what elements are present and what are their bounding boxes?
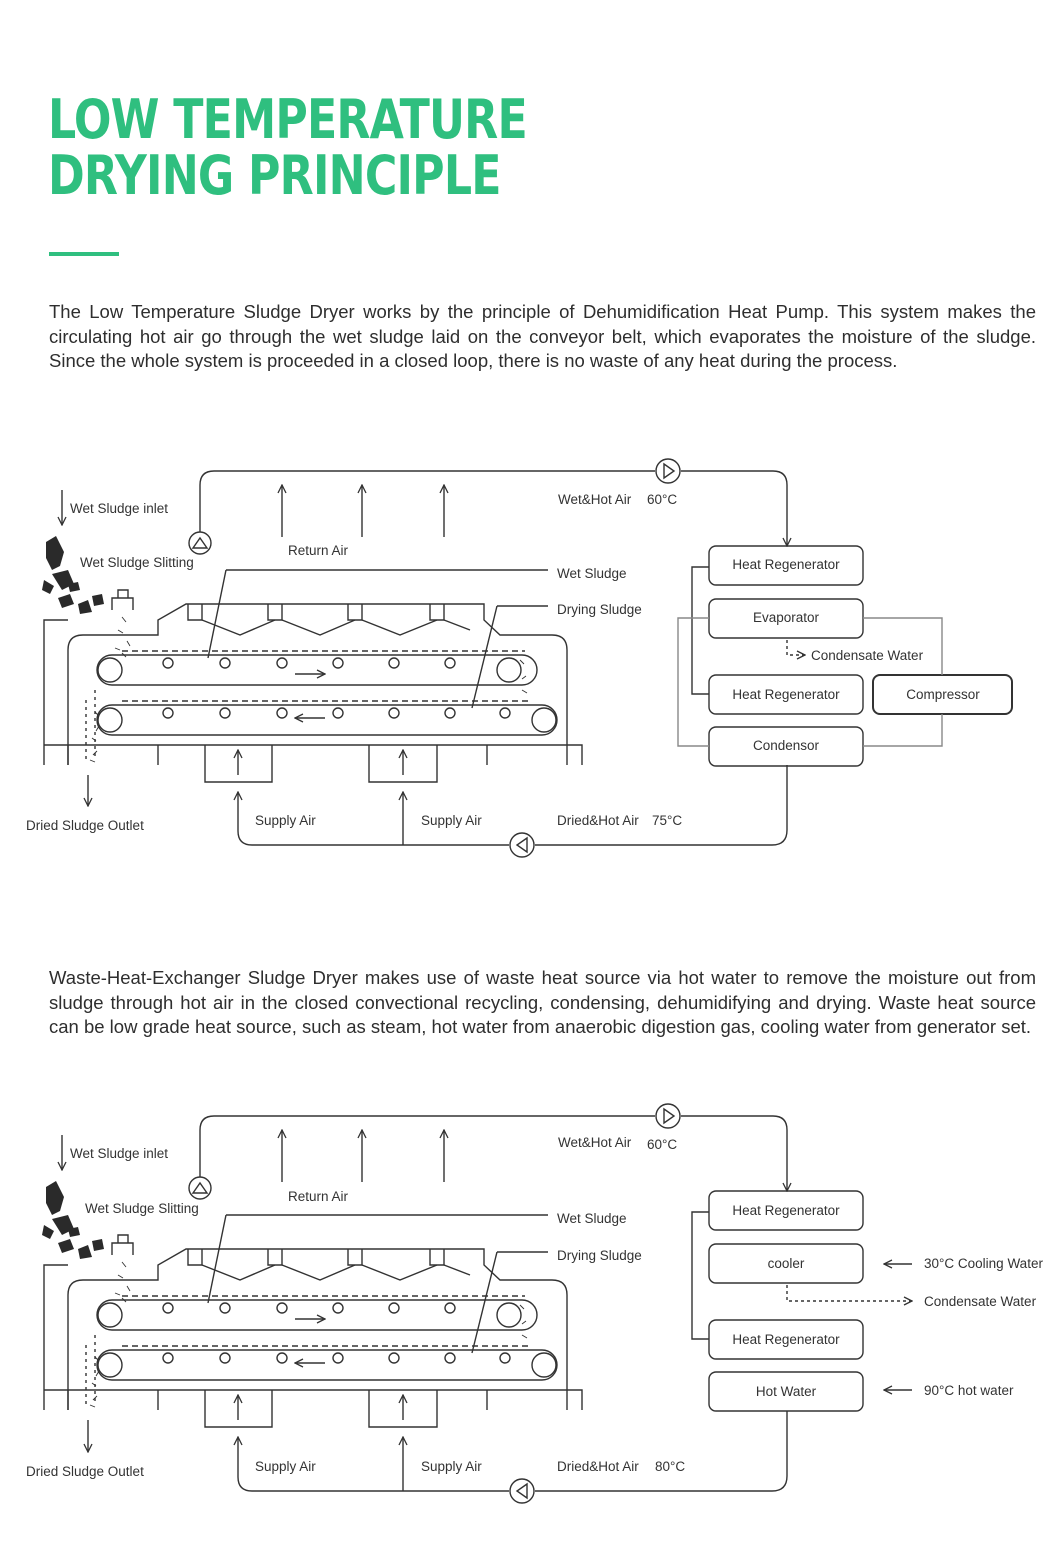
drying-sludge-label: Drying Sludge xyxy=(557,1248,642,1263)
page-title: LOW TEMPERATURE DRYING PRINCIPLE xyxy=(48,88,528,207)
title-underline xyxy=(49,252,119,256)
heat-regenerator-1-label: Heat Regenerator xyxy=(732,557,840,572)
supply-air-2-label: Supply Air xyxy=(421,813,482,828)
dried-hot-air-temp: 75°C xyxy=(652,813,682,828)
dried-hot-air-label: Dried&Hot Air xyxy=(557,813,639,828)
return-air-label: Return Air xyxy=(288,1189,349,1204)
hot-water-label: Hot Water xyxy=(756,1384,817,1399)
drying-sludge-label: Drying Sludge xyxy=(557,602,642,617)
heat-pump-dryer-diagram: Wet Sludge inlet Wet Sludge Slitting Ret… xyxy=(26,458,1013,858)
condensate-water-label: Condensate Water xyxy=(811,648,924,663)
hot-water-in-label: 90°C hot water xyxy=(924,1383,1014,1398)
wet-hot-air-label: Wet&Hot Air xyxy=(558,492,632,507)
title-line-2: DRYING PRINCIPLE xyxy=(48,144,501,207)
heat-regenerator-2-label: Heat Regenerator xyxy=(732,1332,840,1347)
return-air-label: Return Air xyxy=(288,543,349,558)
dried-hot-air-temp: 80°C xyxy=(655,1459,685,1474)
wet-sludge-inlet-label: Wet Sludge inlet xyxy=(70,1146,168,1161)
supply-air-1-label: Supply Air xyxy=(255,813,316,828)
dried-sludge-outlet-label: Dried Sludge Outlet xyxy=(26,1464,144,1479)
condensor-label: Condensor xyxy=(753,738,820,753)
title-line-1: LOW TEMPERATURE xyxy=(48,88,528,151)
supply-air-1-label: Supply Air xyxy=(255,1459,316,1474)
evaporator-label: Evaporator xyxy=(753,610,820,625)
waste-heat-dryer-diagram: Wet Sludge inlet Wet Sludge Slitting Ret… xyxy=(26,1103,1043,1504)
cooler-label: cooler xyxy=(768,1256,805,1271)
cooling-water-label: 30°C Cooling Water xyxy=(924,1256,1043,1271)
wet-sludge-label: Wet Sludge xyxy=(557,566,627,581)
wet-hot-air-temp: 60°C xyxy=(647,1137,677,1152)
heat-regenerator-2-label: Heat Regenerator xyxy=(732,687,840,702)
supply-air-2-label: Supply Air xyxy=(421,1459,482,1474)
wet-sludge-inlet-label: Wet Sludge inlet xyxy=(70,501,168,516)
wet-sludge-label: Wet Sludge xyxy=(557,1211,627,1226)
heat-regenerator-1-label: Heat Regenerator xyxy=(732,1203,840,1218)
wet-sludge-slitting-label: Wet Sludge Slitting xyxy=(80,555,194,570)
wet-hot-air-label: Wet&Hot Air xyxy=(558,1135,632,1150)
intro-paragraph: The Low Temperature Sludge Dryer works b… xyxy=(49,301,1036,371)
wet-hot-air-temp: 60°C xyxy=(647,492,677,507)
condensate-water-label: Condensate Water xyxy=(924,1294,1037,1309)
dried-sludge-outlet-label: Dried Sludge Outlet xyxy=(26,818,144,833)
second-paragraph: Waste-Heat-Exchanger Sludge Dryer makes … xyxy=(49,967,1036,1037)
dried-hot-air-label: Dried&Hot Air xyxy=(557,1459,639,1474)
wet-sludge-slitting-label: Wet Sludge Slitting xyxy=(85,1201,199,1216)
compressor-label: Compressor xyxy=(906,687,980,702)
